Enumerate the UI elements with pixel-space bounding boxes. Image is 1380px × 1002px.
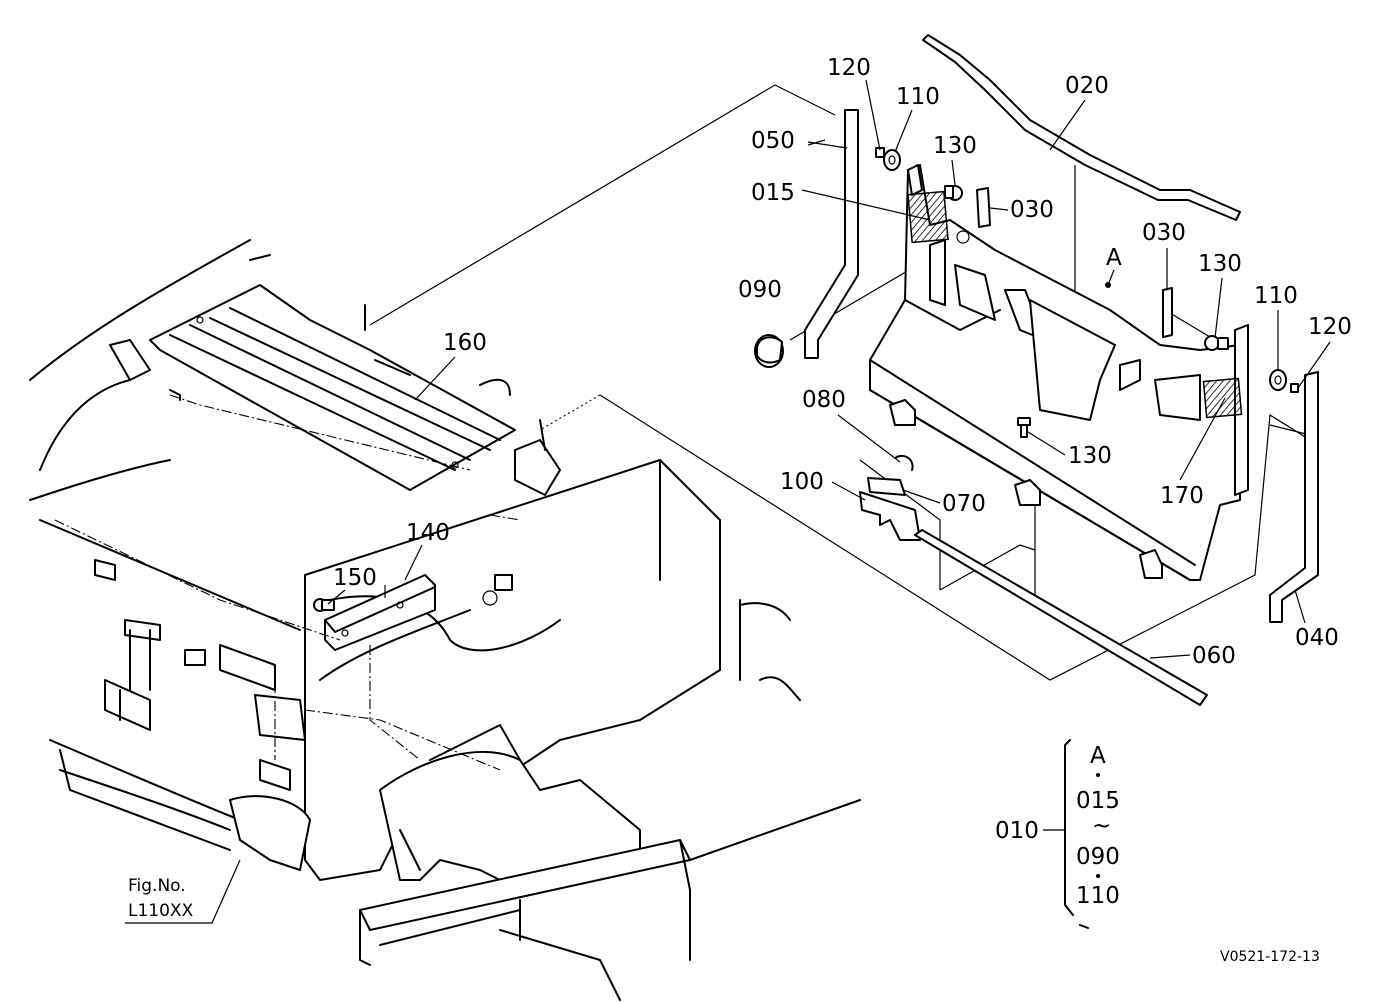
callout-015: 015 <box>751 180 795 206</box>
callout-110b: 110 <box>1254 283 1298 309</box>
callout-050: 050 <box>751 128 795 154</box>
callout-leaders <box>327 79 1331 659</box>
leader-lines <box>54 84 1311 771</box>
assembly-item-015: 015 <box>1076 788 1120 814</box>
callout-A: A <box>1106 245 1122 271</box>
part-015-seal <box>907 190 949 244</box>
part-050-bracket <box>804 109 859 359</box>
callout-080: 080 <box>802 387 846 413</box>
assembly-item-090: 090 <box>1076 844 1120 870</box>
callout-120a: 120 <box>827 55 871 81</box>
drawing-code: V0521-172-13 <box>1220 949 1320 965</box>
part-130-bolt-b <box>1204 335 1229 351</box>
callout-030a: 030 <box>1010 197 1054 223</box>
part-120-nut-b <box>1290 383 1299 393</box>
callout-150: 150 <box>333 565 377 591</box>
part-160-floor-plate <box>149 284 516 491</box>
part-150-bolt <box>313 598 335 612</box>
callout-110a: 110 <box>896 84 940 110</box>
part-140-support-bracket <box>324 574 436 651</box>
callout-160: 160 <box>443 330 487 356</box>
callout-100: 100 <box>780 469 824 495</box>
callout-130b: 130 <box>1198 251 1242 277</box>
assembly-bracket <box>1064 739 1089 929</box>
callout-170: 170 <box>1160 483 1204 509</box>
assembly-number: 010 <box>995 818 1039 844</box>
callout-020: 020 <box>1065 73 1109 99</box>
assembly-item-A: A <box>1090 743 1106 769</box>
fig-ref-prefix: Fig.No. <box>128 876 186 896</box>
callout-090: 090 <box>738 277 782 303</box>
part-090-cap <box>754 334 784 368</box>
callout-140: 140 <box>406 520 450 546</box>
tractor-body <box>29 239 861 1001</box>
part-060-bar <box>914 529 1208 706</box>
part-110-washer-b <box>1269 369 1287 391</box>
part-110-washer-a <box>883 149 901 171</box>
part-040-bracket <box>1269 371 1319 623</box>
fig-ref-leader <box>125 859 241 924</box>
callout-040: 040 <box>1295 625 1339 651</box>
callout-labels: 120 110 050 130 015 030 020 030 A 130 09… <box>333 55 1352 669</box>
part-030-rod-a <box>976 187 991 228</box>
callout-070: 070 <box>942 491 986 517</box>
callout-130a: 130 <box>933 133 977 159</box>
part-130-bolt-a <box>944 185 963 201</box>
assembly-item-110: 110 <box>1076 883 1120 909</box>
callout-120b: 120 <box>1308 314 1352 340</box>
part-170-seal <box>1202 377 1243 419</box>
part-A-rear-panel <box>869 164 1249 581</box>
assembly-range-mark: ~ <box>1092 813 1111 839</box>
part-130-bolt-c <box>1017 417 1031 438</box>
part-100-bracket <box>859 491 921 541</box>
fig-ref-code: L110XX <box>128 901 194 921</box>
part-020-upper-bar <box>922 34 1241 221</box>
callout-060: 060 <box>1192 643 1236 669</box>
part-080-clip <box>894 454 914 471</box>
callout-030b: 030 <box>1142 220 1186 246</box>
part-070-cushion <box>867 477 906 496</box>
callout-130c: 130 <box>1068 443 1112 469</box>
part-030-rod-b <box>1162 287 1173 338</box>
